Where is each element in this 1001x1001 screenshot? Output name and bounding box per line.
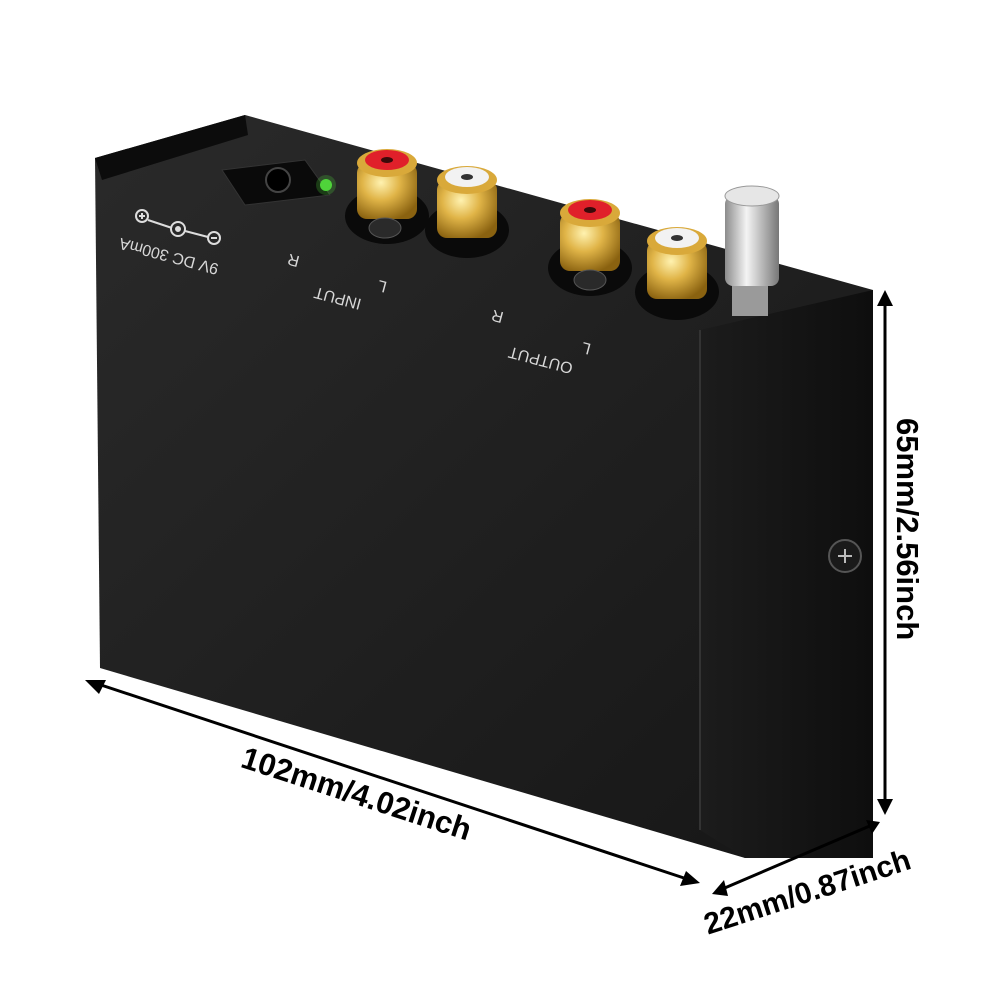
polarity-symbol-icon [135, 209, 221, 245]
length-dimension-arrow [85, 680, 700, 886]
rca-output-r [635, 227, 719, 320]
depth-dimension-arrow [712, 820, 880, 896]
ground-screw-output [573, 269, 607, 291]
volume-knob [724, 185, 780, 316]
power-led [316, 175, 336, 195]
side-screw [828, 539, 862, 573]
device-side-panel [700, 290, 873, 858]
rca-input-r [425, 166, 509, 258]
rca-output-l [548, 199, 632, 296]
height-dimension-label: 65mm/2.56inch [890, 418, 925, 641]
dc-power-jack [221, 159, 331, 206]
height-dimension-arrow [877, 290, 893, 815]
ground-screw-input [368, 217, 402, 239]
rca-input-l [345, 149, 429, 244]
